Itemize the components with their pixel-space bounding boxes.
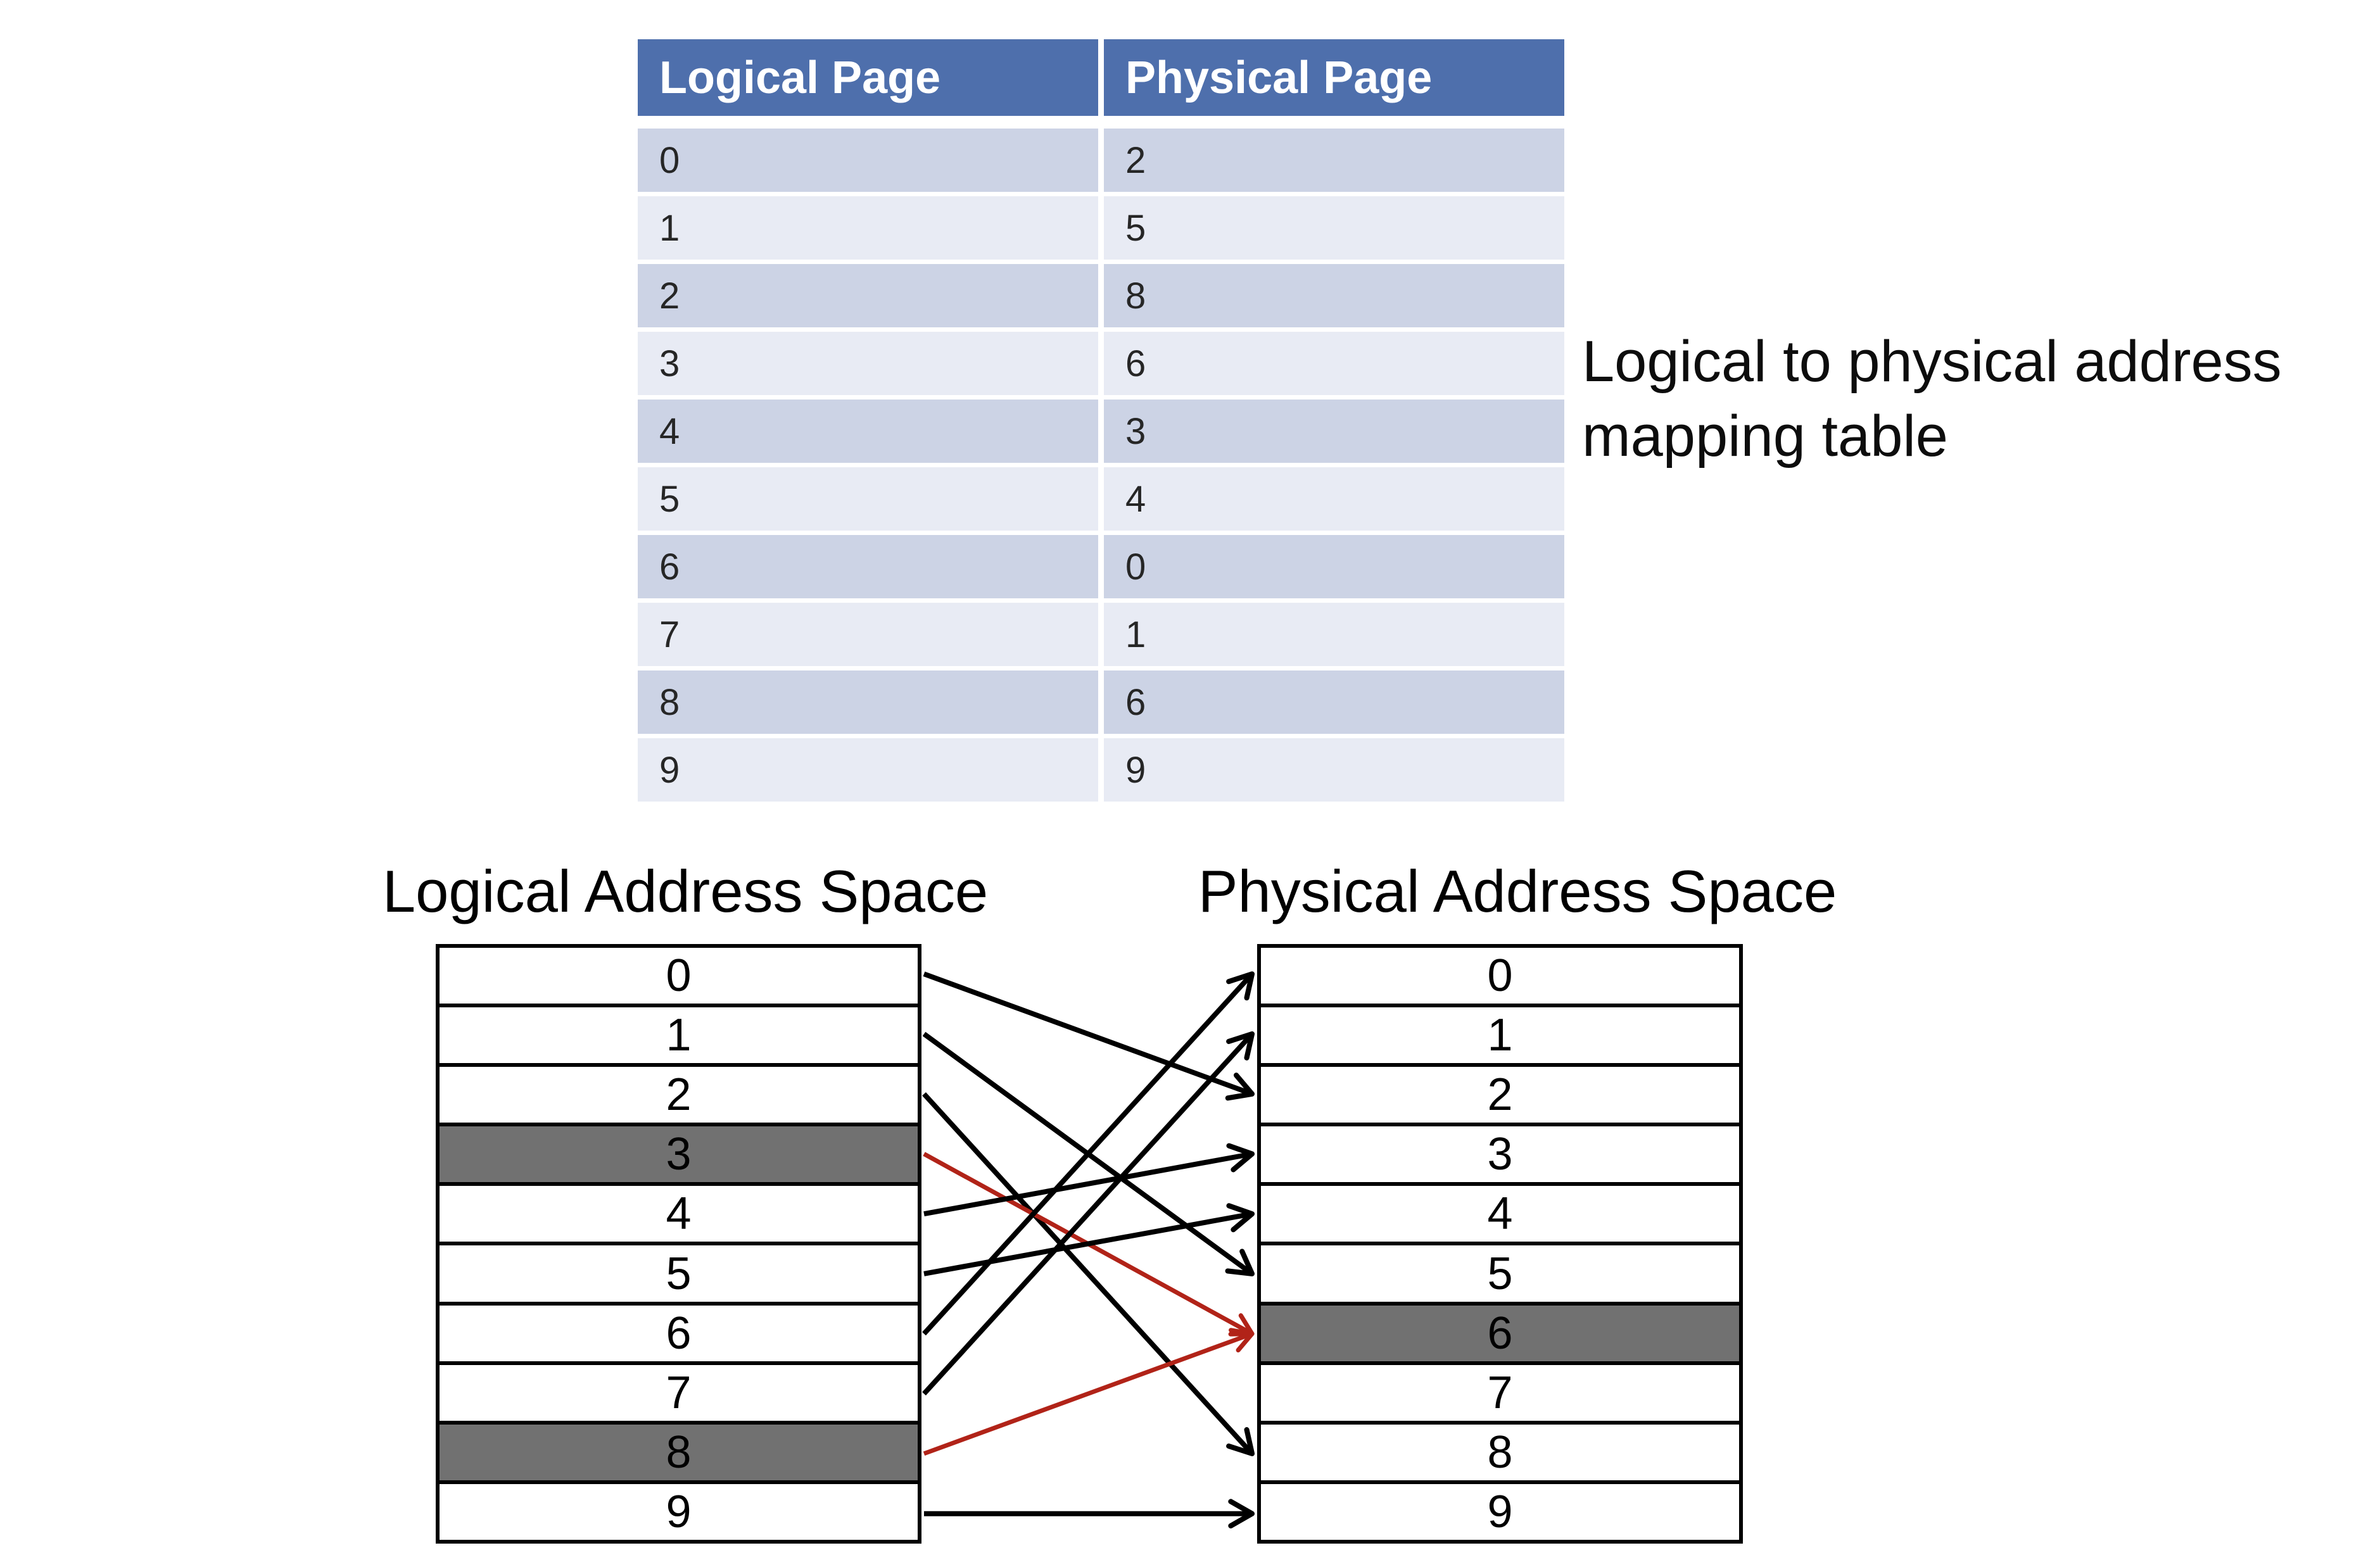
table-caption: Logical to physical address mapping tabl…: [1582, 324, 2282, 474]
table-cell: 5: [638, 467, 1098, 531]
address-row: 0: [440, 948, 918, 1004]
mapping-arrow: [923, 1203, 1255, 1276]
table-cell: 2: [638, 264, 1098, 327]
table-cell: 6: [1104, 332, 1564, 395]
table-cell: 8: [638, 670, 1098, 734]
table-cell: 8: [1104, 264, 1564, 327]
address-row: 1: [440, 1004, 918, 1064]
mapping-arrow: [922, 971, 1255, 1336]
address-row: 6: [440, 1301, 918, 1361]
address-row: 2: [1261, 1063, 1739, 1123]
address-row: 3: [1261, 1123, 1739, 1183]
address-row: 9: [1261, 1480, 1739, 1540]
mapping-arrow: [923, 971, 1255, 1101]
table-cell: 5: [1104, 196, 1564, 260]
table-cell: 2: [1104, 129, 1564, 192]
mapping-arrow: [923, 1328, 1255, 1456]
address-row: 9: [440, 1480, 918, 1540]
address-row: 2: [440, 1063, 918, 1123]
address-row: 4: [1261, 1182, 1739, 1242]
table-cell: 1: [1104, 603, 1564, 666]
address-row: 5: [1261, 1242, 1739, 1302]
table-cell: 0: [1104, 535, 1564, 598]
address-row: 6: [1261, 1301, 1739, 1361]
mapping-arrow: [922, 1031, 1255, 1395]
table-cell: 1: [638, 196, 1098, 260]
address-row: 8: [440, 1420, 918, 1480]
column-header-logical-page: Logical Page: [638, 39, 1098, 116]
address-row: 3: [440, 1123, 918, 1183]
table-cell: 3: [1104, 400, 1564, 463]
table-cell: 0: [638, 129, 1098, 192]
address-row: 4: [440, 1182, 918, 1242]
table-cell: 9: [638, 738, 1098, 802]
caption-line-1: Logical to physical address: [1582, 329, 2282, 394]
address-row: 8: [1261, 1420, 1739, 1480]
mapping-arrow: [923, 1152, 1255, 1337]
address-row: 1: [1261, 1004, 1739, 1064]
table-cell: 3: [638, 332, 1098, 395]
table-cell: 6: [638, 535, 1098, 598]
mapping-arrows: [922, 971, 1255, 1528]
physical-space-title: Physical Address Space: [1198, 858, 1837, 924]
table-cell: 9: [1104, 738, 1564, 802]
table-cell: 7: [638, 603, 1098, 666]
mapping-arrow: [922, 1031, 1255, 1276]
address-row: 5: [440, 1242, 918, 1302]
mapping-table-head: Logical Page Physical Page: [638, 39, 1564, 116]
address-row: 7: [440, 1361, 918, 1421]
table-cell: 6: [1104, 670, 1564, 734]
caption-line-2: mapping table: [1582, 404, 1948, 469]
mapping-arrow: [922, 1092, 1255, 1456]
table-cell: 4: [1104, 467, 1564, 531]
mapping-arrow: [923, 1143, 1255, 1217]
column-header-physical-page: Physical Page: [1104, 39, 1564, 116]
address-row: 0: [1261, 948, 1739, 1004]
address-row: 7: [1261, 1361, 1739, 1421]
logical-space-title: Logical Address Space: [382, 858, 989, 924]
table-cell: 4: [638, 400, 1098, 463]
